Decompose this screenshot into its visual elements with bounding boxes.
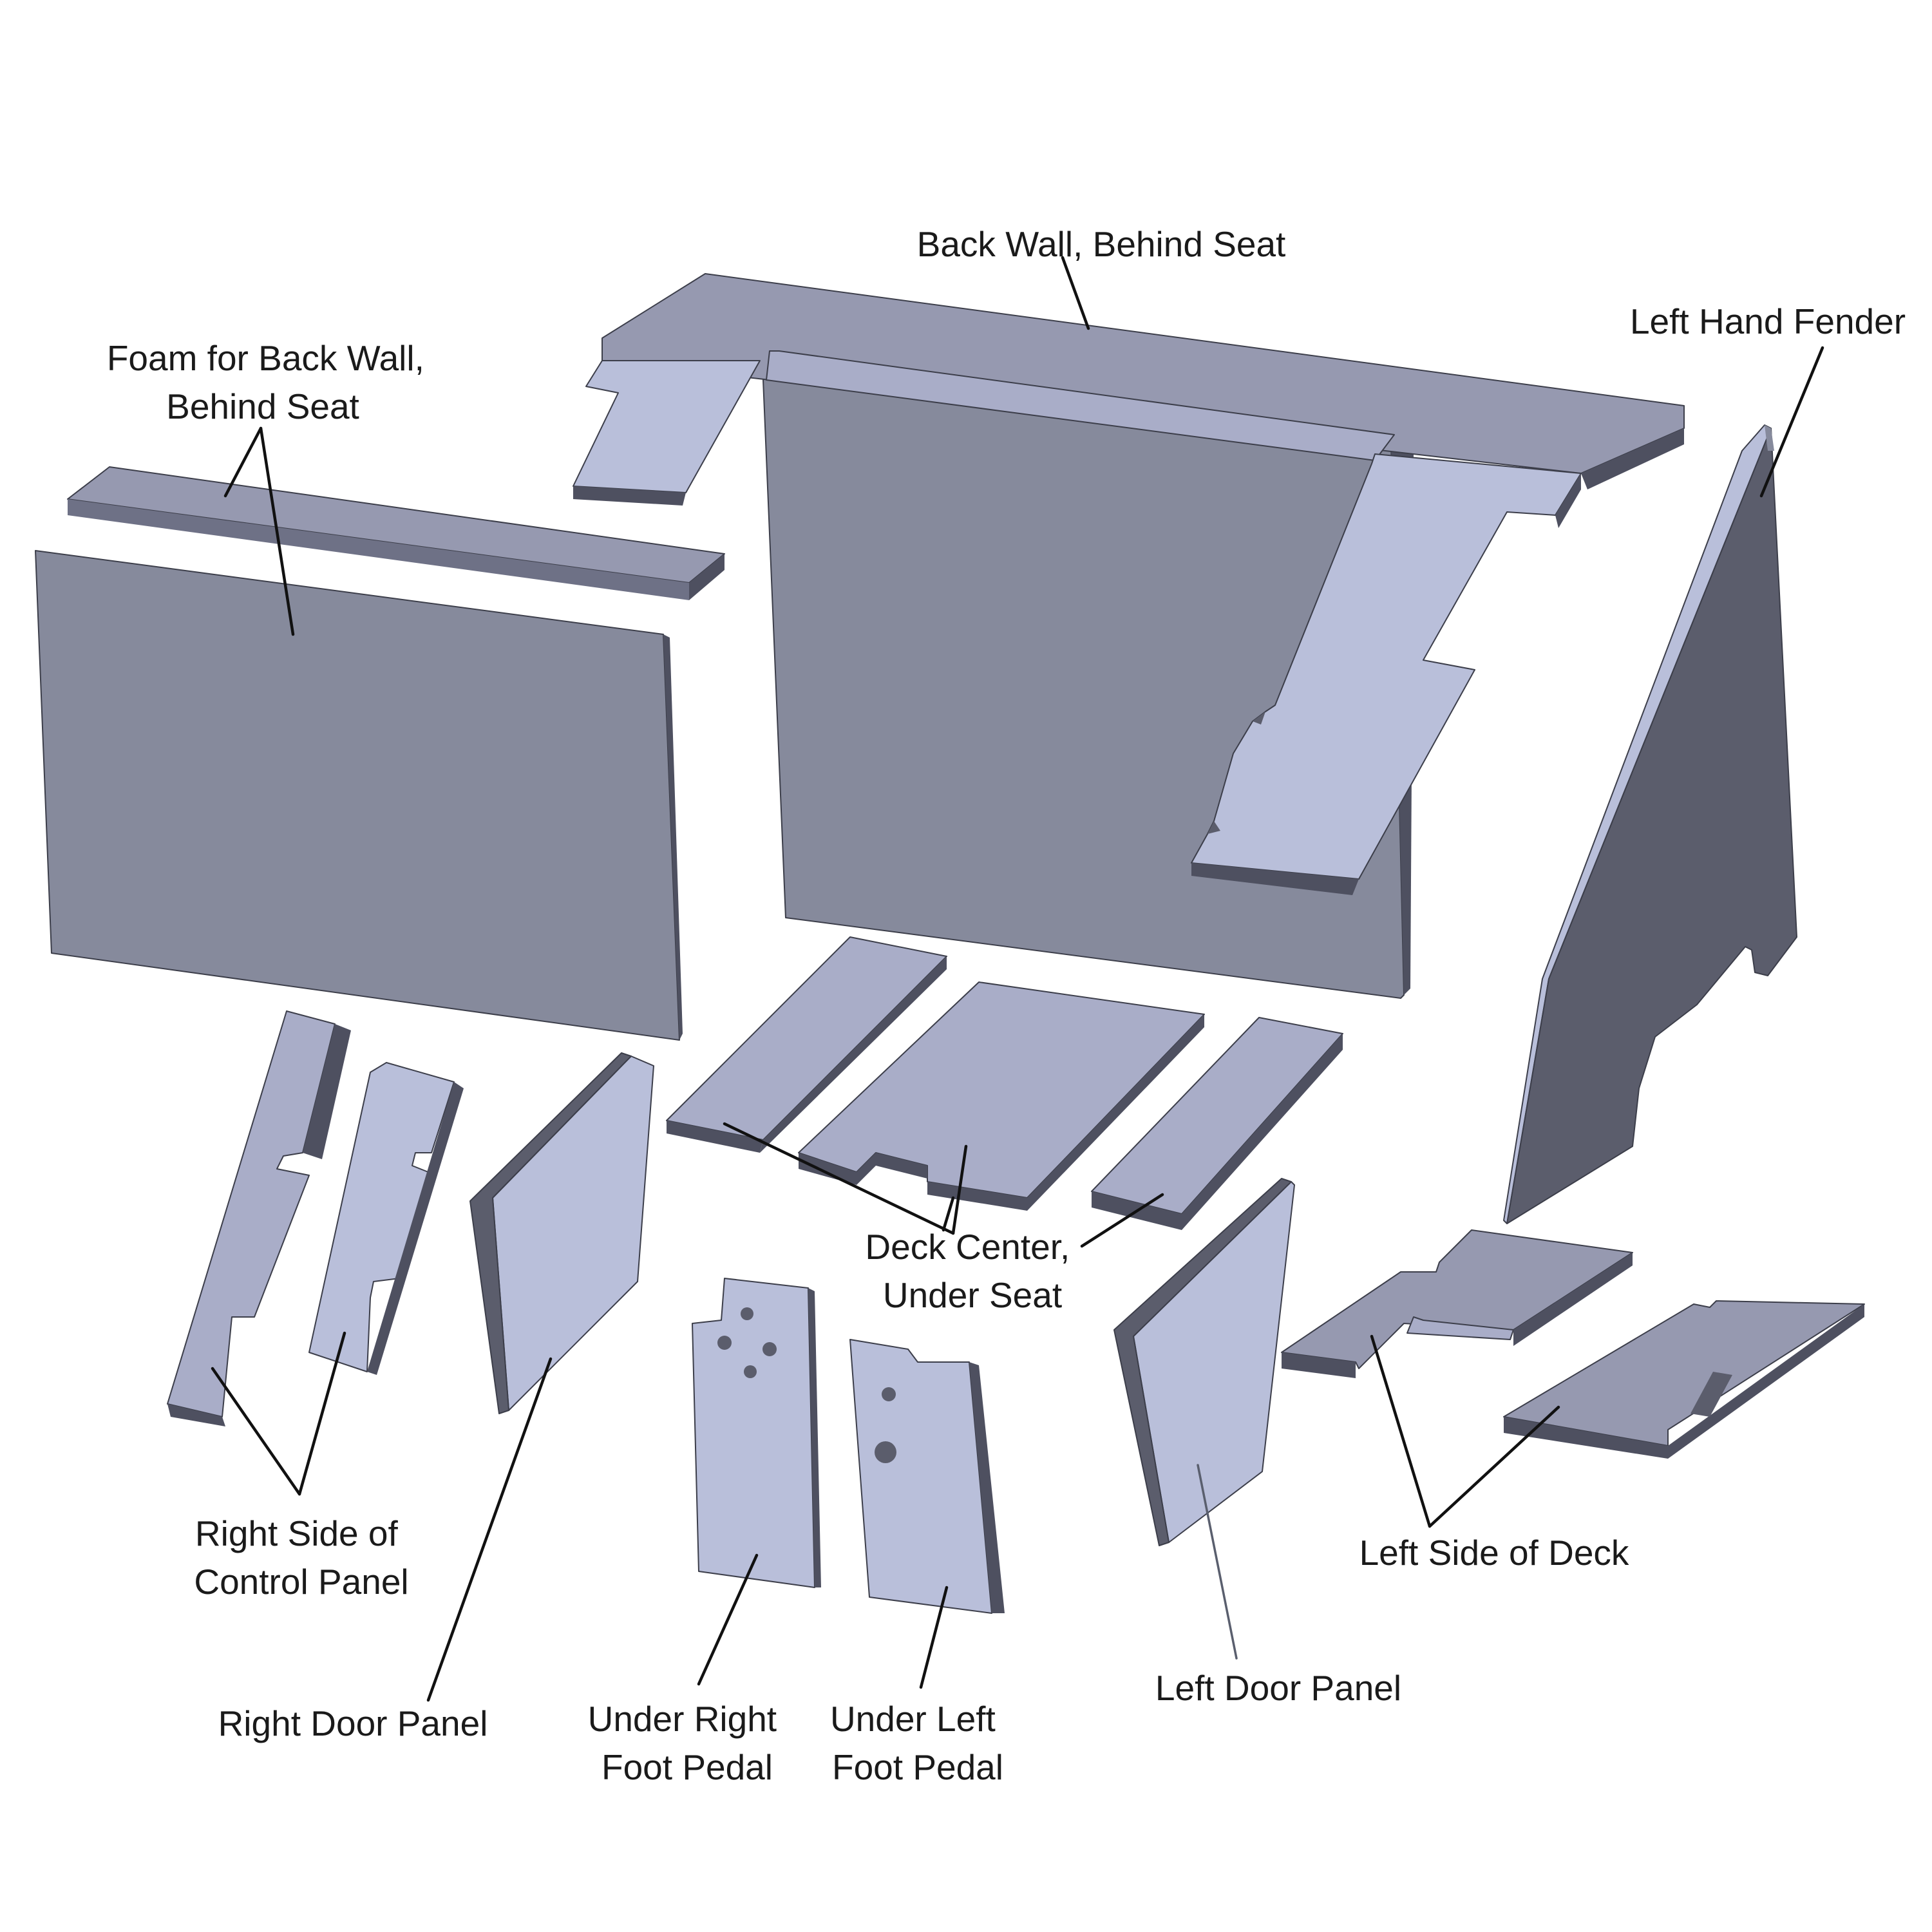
label-right-door-panel: Right Door Panel: [218, 1703, 488, 1743]
part-labels: Back Wall, Behind Seat Left Hand Fender …: [107, 224, 1906, 1787]
under-right-foot-pedal-part: [692, 1278, 821, 1588]
label-under-right-foot-pedal: Under Right Foot Pedal: [588, 1699, 787, 1787]
under-left-foot-pedal-part: [849, 1339, 1005, 1614]
right-side-control-panel-part: [167, 1010, 464, 1426]
back-wall-part: [573, 273, 1685, 999]
label-back-wall: Back Wall, Behind Seat: [917, 224, 1286, 264]
right-door-panel-part: [469, 1052, 654, 1414]
deck-center-part: [666, 936, 1343, 1230]
left-side-deck-part: [1281, 1229, 1865, 1459]
left-door-panel-part: [1113, 1178, 1295, 1546]
foam-back-wall-part: [35, 466, 725, 1041]
left-hand-fender-part: [1503, 424, 1797, 1224]
label-under-left-foot-pedal: Under Left Foot Pedal: [830, 1699, 1005, 1787]
label-left-door-panel: Left Door Panel: [1155, 1668, 1401, 1708]
label-left-hand-fender: Left Hand Fender: [1630, 301, 1906, 341]
leader-lines: [211, 256, 1824, 1702]
label-deck-center: Deck Center, Under Seat: [865, 1227, 1079, 1315]
label-foam-back-wall: Foam for Back Wall, Behind Seat: [107, 338, 434, 426]
label-left-side-deck: Left Side of Deck: [1359, 1533, 1629, 1573]
label-right-side-control-panel: Right Side of Control Panel: [194, 1513, 408, 1602]
